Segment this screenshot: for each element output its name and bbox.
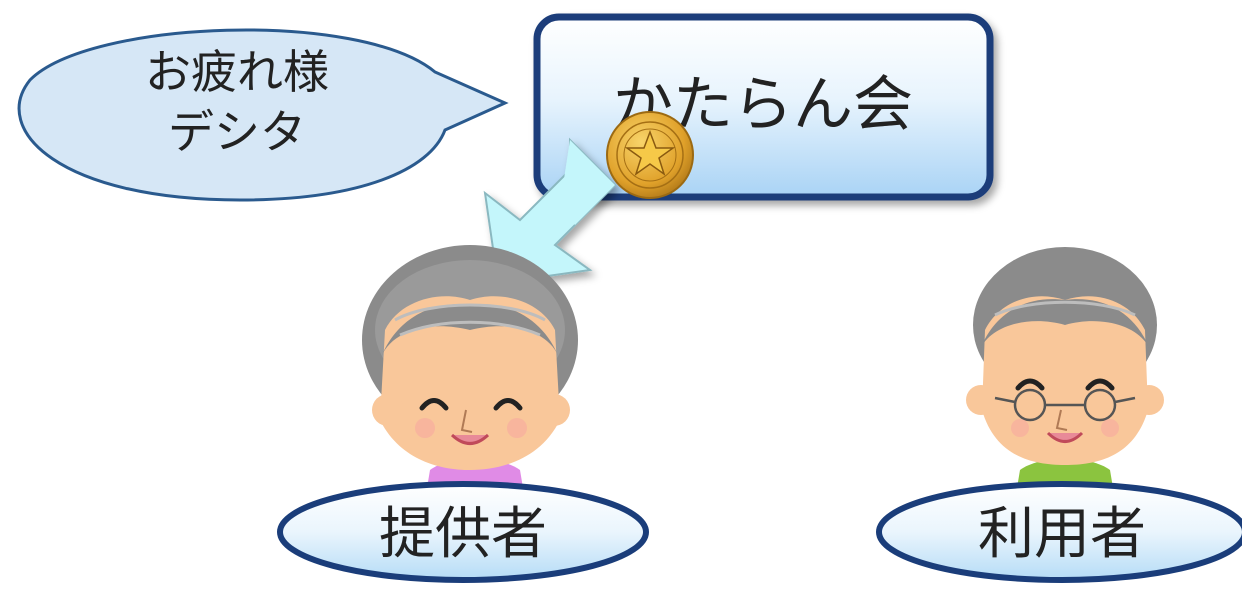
- speech-bubble-line1: お疲れ様: [145, 45, 329, 99]
- coin-star-icon: [606, 111, 694, 199]
- provider-label-oval: 提供者: [277, 481, 649, 583]
- elderly-woman-icon: [362, 245, 578, 500]
- elderly-man-icon: [966, 247, 1164, 500]
- user-label-oval: 利用者: [876, 481, 1242, 583]
- org-box: かたらん会: [533, 13, 994, 201]
- provider-label: 提供者: [379, 502, 547, 567]
- speech-bubble: お疲れ様 デシタ: [17, 28, 509, 202]
- user-label: 利用者: [978, 502, 1146, 567]
- speech-bubble-line2: デシタ: [168, 105, 306, 159]
